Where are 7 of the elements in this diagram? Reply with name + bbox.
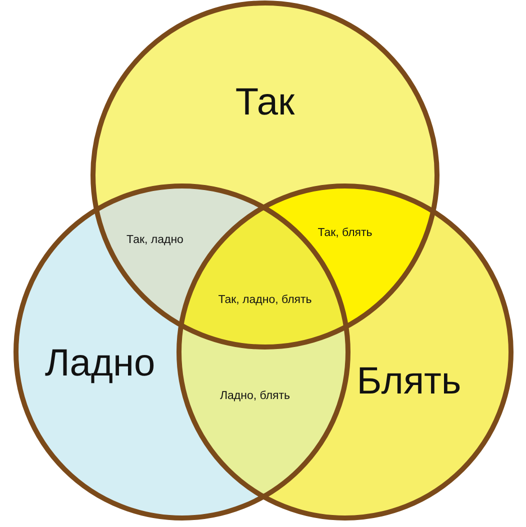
set-label: Так	[235, 82, 295, 124]
set-label: Блять	[356, 360, 462, 404]
intersection-label: Так, блять	[318, 227, 372, 239]
intersection-label: Так, ладно, блять	[218, 294, 312, 306]
intersection-label: Ладно, блять	[220, 390, 290, 402]
intersection-label: Так, ладно	[126, 234, 184, 246]
set-label: Ладно	[44, 342, 156, 386]
